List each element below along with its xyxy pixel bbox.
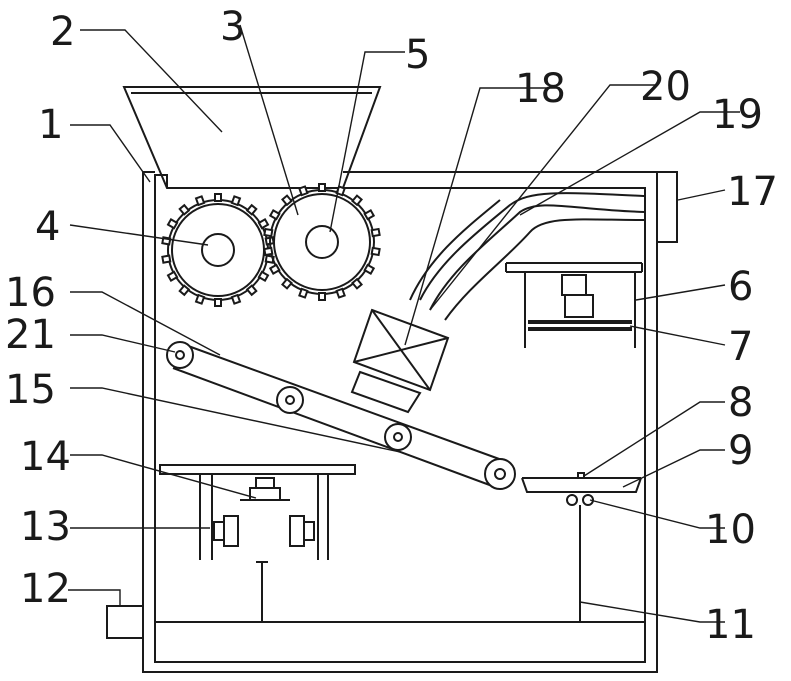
collection-tray [522,473,641,505]
gear-tooth [196,295,204,304]
gear-tooth [270,265,279,274]
gear-tooth [162,256,170,263]
label-21: 21 [5,312,56,358]
gear-tooth [180,205,189,214]
gear-tooth [365,265,374,274]
motor-box [657,172,677,242]
label-13: 13 [20,504,71,550]
gear-tooth [264,229,272,236]
gear-tooth [215,299,221,306]
gear-tooth [299,289,307,298]
gear-tooth [299,186,307,195]
gear-tooth [352,279,361,288]
gear-tooth [259,272,268,281]
gear-tooth [270,210,279,219]
gear-tooth [282,279,291,288]
crushing-gear-right [264,184,379,300]
lower-press-table [160,465,355,622]
gear-tooth [247,205,256,214]
label-9: 9 [728,428,753,474]
crushing-gear-left [162,194,273,306]
label-17: 17 [727,169,778,215]
gear-tooth [168,272,177,281]
gear-tooth [232,196,240,205]
label-11: 11 [705,602,756,648]
gear-tooth [215,194,221,201]
label-20: 20 [640,64,691,110]
gear-tooth [352,196,361,205]
label-2: 2 [50,9,75,55]
gear-tooth [264,248,272,255]
label-12: 12 [20,566,71,612]
label-10: 10 [705,507,756,553]
gear-tooth [247,286,256,295]
label-15: 15 [5,367,56,413]
gear-tooth [232,295,240,304]
label-18: 18 [515,66,566,112]
outlet-box [107,606,143,638]
gear-tooth [196,196,204,205]
suction-head [352,310,448,412]
label-19: 19 [712,92,763,138]
gear-tooth [259,219,268,228]
gear-tooth [180,286,189,295]
label-16: 16 [5,270,56,316]
suction-pipes [410,193,645,320]
gear-tooth [365,210,374,219]
gear-tooth [168,219,177,228]
press-frame [506,263,642,348]
gear-tooth [372,229,380,236]
label-6: 6 [728,264,753,310]
label-5: 5 [405,32,430,78]
gear-tooth [372,248,380,255]
label-3: 3 [220,4,245,50]
gear-tooth [319,184,325,191]
gear-tooth [319,293,325,300]
gear-tooth [282,196,291,205]
label-4: 4 [35,204,60,250]
label-8: 8 [728,380,753,426]
label-7: 7 [728,324,753,370]
gear-tooth [337,289,345,298]
label-1: 1 [38,102,63,148]
label-14: 14 [20,434,71,480]
